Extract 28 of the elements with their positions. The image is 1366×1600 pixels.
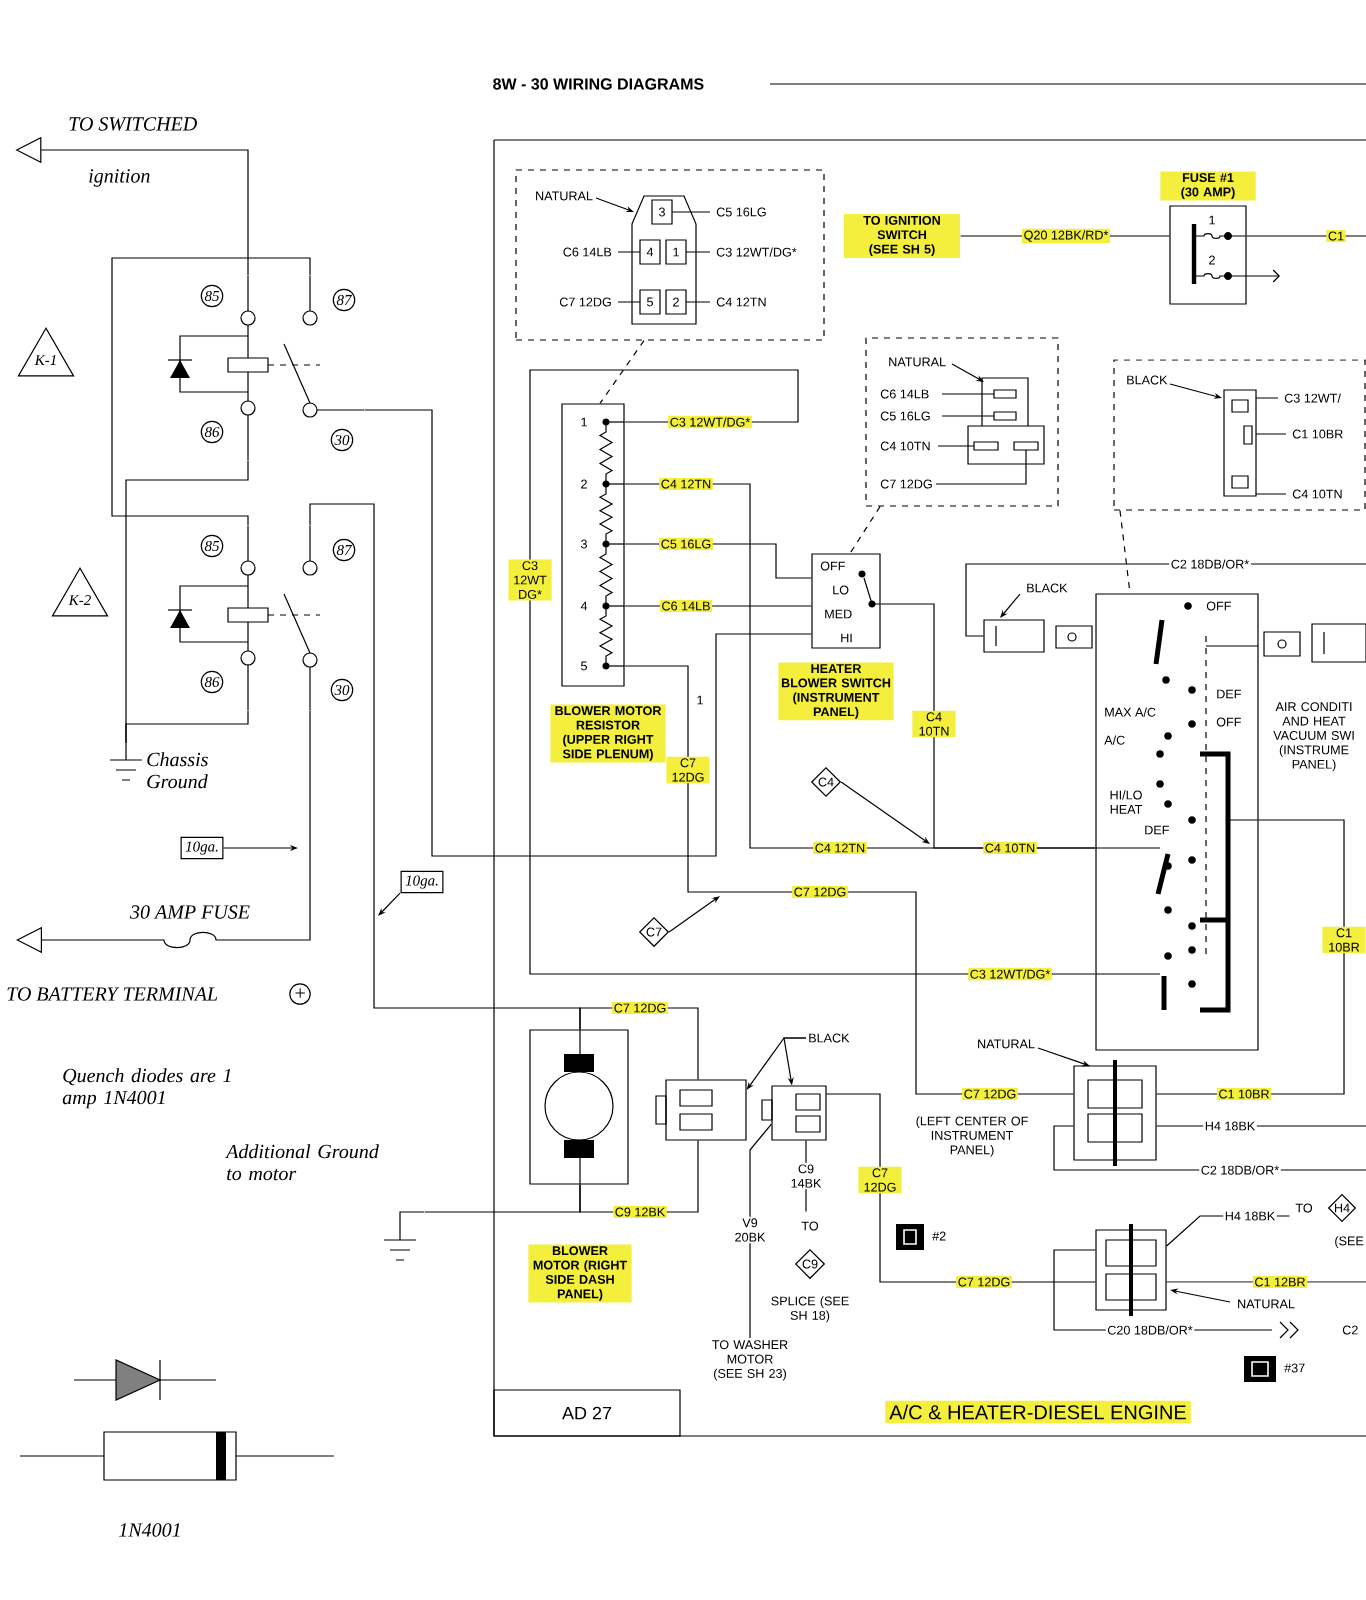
wire <box>805 1140 807 1212</box>
leader-line <box>599 340 645 404</box>
wire <box>529 369 1096 975</box>
page-header: 8W - 30 WIRING DIAGRAMS <box>493 78 704 90</box>
wire <box>111 257 311 526</box>
page-number-box: AD 27 <box>493 1389 681 1437</box>
wire <box>880 603 1096 849</box>
note-text: Quench diodes are 1 amp 1N4001 <box>62 1068 231 1109</box>
note-text: TO BATTERY TERMINAL <box>7 987 218 1001</box>
leader-line <box>849 506 881 554</box>
connector-drawing <box>655 1079 747 1141</box>
ground-label: Chassis Ground <box>147 752 208 789</box>
part-number: 1N4001 <box>119 1523 180 1537</box>
wire <box>125 710 249 744</box>
connector-drawing <box>761 1085 827 1141</box>
leader-line <box>378 892 401 916</box>
wire <box>749 1123 772 1339</box>
leader-line <box>840 781 930 844</box>
wire-label: 30 AMP FUSE <box>128 903 252 921</box>
caption: A/C & HEATER-DIESEL ENGINE <box>885 1400 1191 1424</box>
leader-line <box>668 896 720 933</box>
ground-note: Additional Ground to motor <box>225 1144 379 1181</box>
wire <box>364 409 812 857</box>
leader-line <box>1119 510 1131 594</box>
note-text: TO SWITCHED <box>69 117 197 131</box>
wire <box>1246 235 1366 237</box>
note-text: ignition <box>89 169 150 187</box>
wire <box>16 710 311 954</box>
